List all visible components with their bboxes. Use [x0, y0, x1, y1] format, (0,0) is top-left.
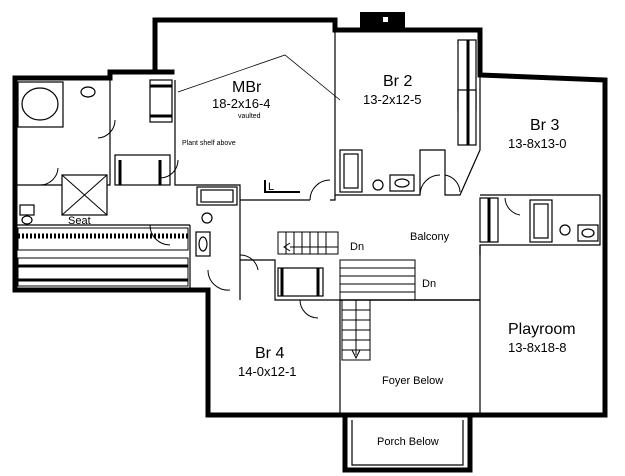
plant-shelf-label: Plant shelf above [182, 140, 236, 147]
doors [39, 119, 521, 319]
mbr-name: MBr [232, 79, 262, 96]
br3-name: Br 3 [530, 117, 559, 134]
porch [342, 412, 473, 473]
exterior-walls [12, 17, 608, 418]
playroom-name: Playroom [508, 321, 576, 338]
linen-label: L [268, 181, 274, 193]
br2-name: Br 2 [383, 73, 412, 90]
seat-label: Seat [68, 215, 91, 227]
playroom-dims: 13-8x18-8 [508, 340, 567, 355]
interior-walls [15, 30, 601, 415]
chimney [360, 12, 405, 32]
dn-label-1: Dn [350, 241, 364, 253]
porch-label: Porch Below [377, 436, 439, 448]
vault-lines [177, 54, 341, 101]
br4-name: Br 4 [255, 345, 284, 362]
br2-dims: 13-2x12-5 [363, 92, 422, 107]
dn-label-2: Dn [422, 278, 436, 290]
br3-dims: 13-8x13-0 [508, 136, 567, 151]
foyer-label: Foyer Below [382, 375, 443, 387]
br4-dims: 14-0x12-1 [238, 364, 297, 379]
mbr-dims: 18-2x16-4 [212, 96, 271, 111]
balcony-label: Balcony [410, 231, 450, 243]
bath-fixtures [17, 81, 599, 257]
closets [17, 39, 499, 297]
mbr-note: vaulted [238, 113, 261, 120]
stairs [277, 231, 480, 361]
